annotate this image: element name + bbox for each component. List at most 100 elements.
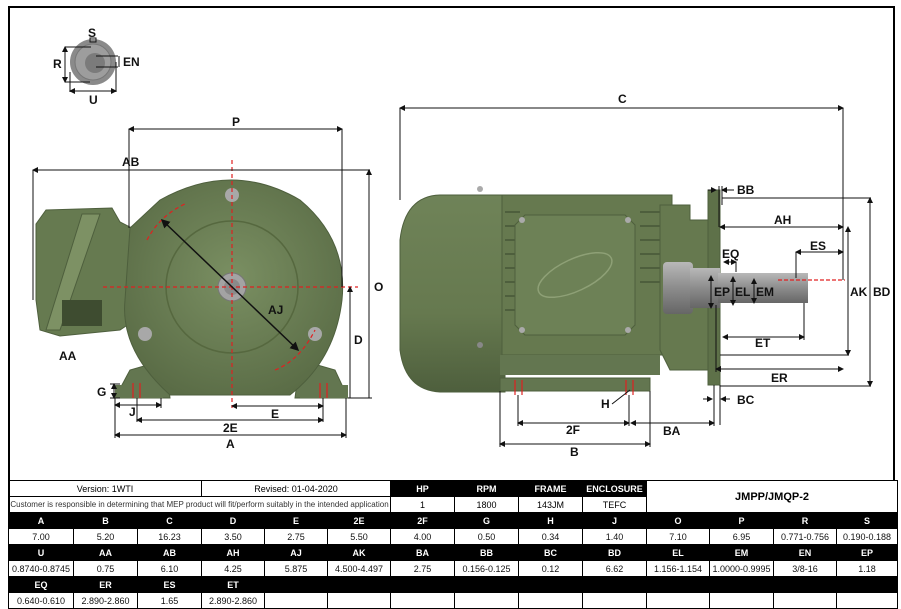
dimension-value-row: 7.00 5.20 16.23 3.50 2.75 5.50 4.00 0.50… xyxy=(8,528,899,545)
value-cell: 4.00 xyxy=(390,528,456,545)
header-cell: D xyxy=(201,512,266,529)
header-cell: J xyxy=(582,512,648,529)
value-cell: 5.50 xyxy=(327,528,392,545)
header-cell: BB xyxy=(454,544,520,561)
value-cell xyxy=(646,592,711,609)
dim-label-u: U xyxy=(89,93,98,107)
value-cell: 1.18 xyxy=(836,560,899,577)
header-cell: O xyxy=(646,512,711,529)
dim-label-r: R xyxy=(53,57,62,71)
value-cell: 0.12 xyxy=(518,560,584,577)
value-cell xyxy=(582,592,648,609)
summary-header-enclosure: ENCLOSURE xyxy=(582,480,648,497)
header-cell xyxy=(518,576,584,593)
header-cell: 2E xyxy=(327,512,392,529)
dimension-header-row: EQ ER ES ET xyxy=(8,576,899,593)
dim-label-em: EM xyxy=(756,285,774,299)
header-cell: ER xyxy=(73,576,138,593)
dim-label-p: P xyxy=(232,115,241,129)
header-cell: 2F xyxy=(390,512,456,529)
header-cell: BC xyxy=(518,544,584,561)
value-cell: 0.640-0.610 xyxy=(8,592,74,609)
front-view-motor xyxy=(35,160,358,408)
front-view-dimensions xyxy=(32,126,372,438)
dim-label-s: S xyxy=(88,26,97,40)
header-cell: S xyxy=(836,512,899,529)
header-cell: BA xyxy=(390,544,456,561)
disclaimer-text: Customer is responsible in determining t… xyxy=(7,496,392,513)
header-cell xyxy=(327,576,392,593)
header-cell: E xyxy=(264,512,329,529)
dimension-spec-table: Version: 1WTI Revised: 01-04-2020 HP RPM… xyxy=(7,480,899,609)
dim-label-bd: BD xyxy=(873,285,891,299)
value-cell: 0.34 xyxy=(518,528,584,545)
dim-label-ep: EP xyxy=(714,285,731,299)
header-cell: C xyxy=(136,512,203,529)
value-cell: 7.10 xyxy=(646,528,711,545)
header-cell xyxy=(646,576,711,593)
dim-label-ah: AH xyxy=(774,213,792,227)
value-cell: 4.25 xyxy=(201,560,266,577)
header-cell xyxy=(709,576,775,593)
dimension-header-row: A B C D E 2E 2F G H J O P R S xyxy=(8,512,899,529)
value-cell xyxy=(518,592,584,609)
header-cell: G xyxy=(454,512,520,529)
header-cell: ET xyxy=(201,576,266,593)
dim-label-d: D xyxy=(354,333,363,347)
header-cell: ES xyxy=(136,576,203,593)
header-cell: U xyxy=(8,544,74,561)
value-cell: 0.50 xyxy=(454,528,520,545)
dim-label-c: C xyxy=(618,92,627,106)
header-cell xyxy=(454,576,520,593)
header-cell: B xyxy=(73,512,138,529)
header-cell xyxy=(773,576,838,593)
header-cell xyxy=(836,576,899,593)
dim-label-en: EN xyxy=(123,55,140,69)
dim-label-o: O xyxy=(374,280,384,294)
summary-header-frame: FRAME xyxy=(518,480,584,497)
header-cell: R xyxy=(773,512,838,529)
header-cell: A xyxy=(8,512,74,529)
value-cell xyxy=(773,592,838,609)
value-cell: 7.00 xyxy=(8,528,74,545)
value-cell xyxy=(454,592,520,609)
header-cell: EQ xyxy=(8,576,74,593)
dim-label-ab: AB xyxy=(122,155,140,169)
model-number: JMPP/JMQP-2 xyxy=(646,480,899,513)
value-cell: 5.875 xyxy=(264,560,329,577)
summary-header-hp: HP xyxy=(390,480,456,497)
dim-label-2e: 2E xyxy=(223,421,238,435)
header-cell: BD xyxy=(582,544,648,561)
summary-value-rpm: 1800 xyxy=(454,496,520,513)
header-cell: P xyxy=(709,512,775,529)
value-cell: 1.0000-0.9995 xyxy=(709,560,775,577)
dim-label-bc: BC xyxy=(737,393,755,407)
value-cell xyxy=(709,592,775,609)
summary-value-hp: 1 xyxy=(390,496,456,513)
dim-label-eq: EQ xyxy=(722,247,740,261)
dim-label-aa: AA xyxy=(59,349,77,363)
value-cell: 6.10 xyxy=(136,560,203,577)
dim-label-bb: BB xyxy=(737,183,755,197)
dim-label-el: EL xyxy=(735,285,751,299)
value-cell: 0.8740-0.8745 xyxy=(8,560,74,577)
header-cell: AA xyxy=(73,544,138,561)
value-cell xyxy=(390,592,456,609)
value-cell: 3.50 xyxy=(201,528,266,545)
value-cell: 5.20 xyxy=(73,528,138,545)
dim-label-j: J xyxy=(129,405,136,419)
value-cell: 0.190-0.188 xyxy=(836,528,899,545)
value-cell: 0.75 xyxy=(73,560,138,577)
header-cell xyxy=(390,576,456,593)
header-cell: AH xyxy=(201,544,266,561)
dimension-value-row: 0.8740-0.8745 0.75 6.10 4.25 5.875 4.500… xyxy=(8,560,899,577)
dim-label-aj: AJ xyxy=(268,303,284,317)
value-cell: 0.156-0.125 xyxy=(454,560,520,577)
header-cell: H xyxy=(518,512,584,529)
version-cell: Version: 1WTI xyxy=(7,480,203,497)
dim-label-b: B xyxy=(570,445,579,459)
header-cell: EM xyxy=(709,544,775,561)
header-cell: AK xyxy=(327,544,392,561)
value-cell: 2.890-2.860 xyxy=(201,592,266,609)
summary-header-rpm: RPM xyxy=(454,480,520,497)
